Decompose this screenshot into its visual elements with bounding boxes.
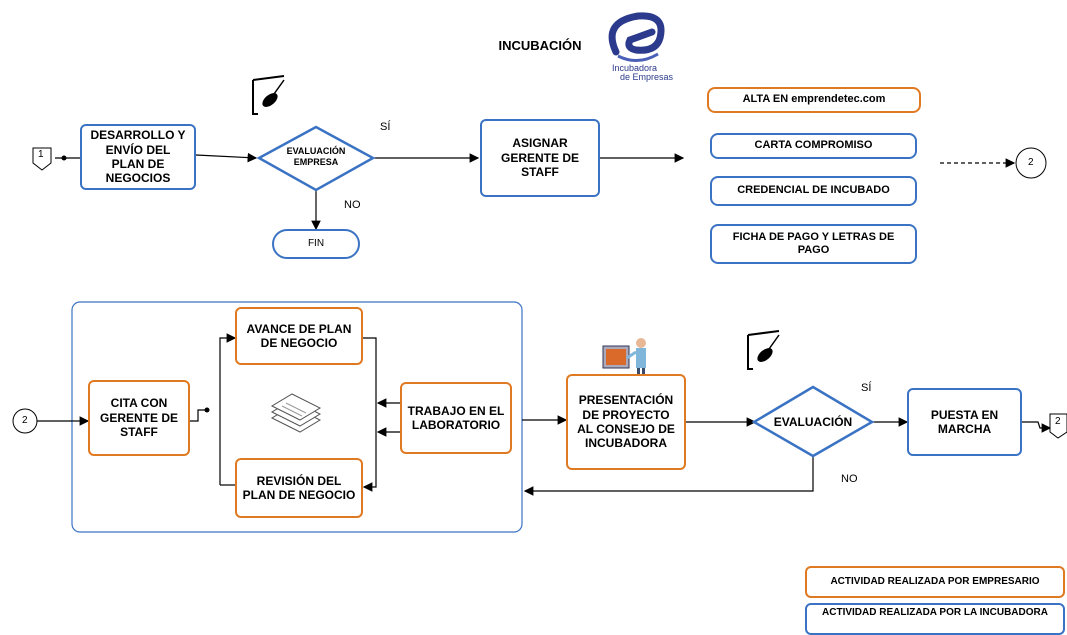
doc-ficha: FICHA DE PAGO Y LETRAS DE PAGO	[710, 224, 917, 264]
connector-bottom-left-label: 2	[22, 415, 28, 426]
asignar-box: ASIGNAR GERENTE DE STAFF	[480, 119, 600, 197]
doc-credencial: CREDENCIAL DE INCUBADO	[710, 176, 917, 206]
connector-end-shape	[1049, 413, 1067, 439]
evaluacion-diamond	[751, 385, 875, 458]
logo	[608, 12, 665, 62]
si-label-bottom: SÍ	[861, 382, 872, 394]
connector-start-shape	[32, 147, 52, 171]
cita-box: CITA CON GERENTE DE STAFF	[88, 380, 190, 456]
connector-end-label: 2	[1055, 416, 1061, 427]
desarrollo-box: DESARROLLO Y ENVÍO DEL PLAN DE NEGOCIOS	[80, 124, 196, 190]
flow-lines	[12, 12, 1067, 533]
legend-empresario: ACTIVIDAD REALIZADA POR EMPRESARIO	[805, 566, 1065, 598]
avance-box: AVANCE DE PLAN DE NEGOCIO	[235, 307, 363, 365]
process-group-frame	[71, 301, 523, 533]
doc-carta: CARTA COMPROMISO	[710, 133, 917, 159]
evaluacion-empresa-label: EVALUACIÓN EMPRESA	[286, 146, 346, 167]
no-label-top: NO	[344, 199, 361, 211]
signature-icon-2	[747, 330, 780, 370]
page-title: INCUBACIÓN	[498, 38, 582, 53]
connector-mid-label: 2	[1028, 157, 1034, 168]
puesta-box: PUESTA EN MARCHA	[907, 388, 1022, 456]
legend-incubadora: ACTIVIDAD REALIZADA POR LA INCUBADORA	[805, 603, 1065, 635]
documents-icon	[270, 393, 322, 433]
connector-mid-shape	[1015, 147, 1047, 179]
logo-text-1: Incubadora	[612, 63, 658, 73]
evaluacion-empresa-diamond	[256, 125, 376, 192]
evaluacion-label: EVALUACIÓN	[773, 415, 853, 429]
no-label-bottom: NO	[841, 473, 858, 485]
doc-alta: ALTA EN emprendetec.com	[707, 87, 921, 113]
presentacion-box: PRESENTACIÓN DE PROYECTO AL CONSEJO DE I…	[566, 374, 686, 470]
signature-icon	[252, 75, 285, 115]
logo-text-2: de Empresas	[620, 72, 674, 82]
connector-start-label: 1	[38, 149, 44, 160]
connector-bottom-left-shape	[12, 408, 38, 434]
revision-box: REVISIÓN DEL PLAN DE NEGOCIO	[235, 458, 363, 518]
trabajo-box: TRABAJO EN EL LABORATORIO	[400, 382, 512, 454]
si-label-top: SÍ	[380, 121, 391, 133]
fin-terminal: FIN	[272, 229, 360, 259]
